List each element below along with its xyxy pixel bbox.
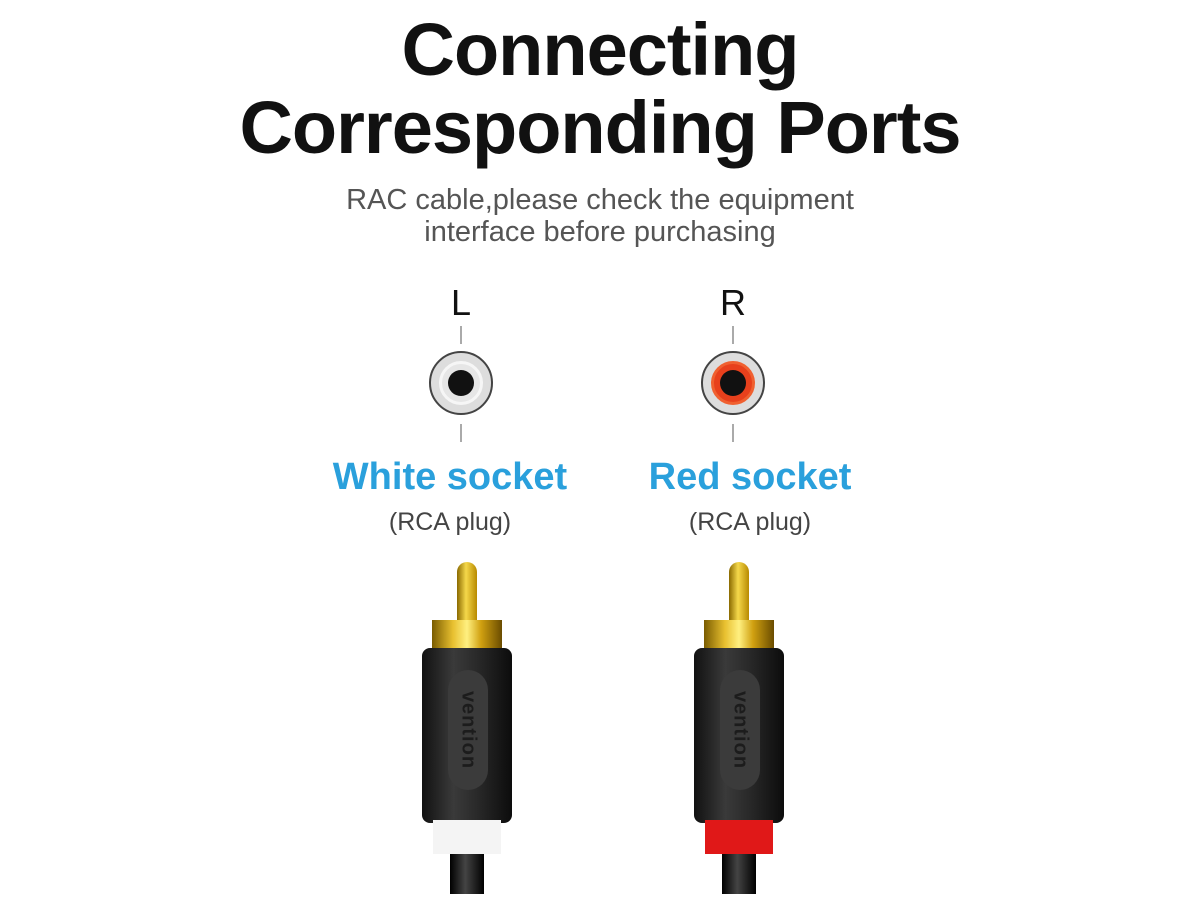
brand-logo: vention (729, 690, 752, 770)
white-socket-label: White socket (332, 456, 568, 498)
title-line-1: Connecting (401, 8, 800, 91)
red-socket-plug-type: (RCA plug) (688, 508, 812, 536)
connector-line (732, 326, 734, 344)
red-socket-icon (701, 351, 765, 415)
brand-logo: vention (457, 690, 480, 770)
title-line-2: Corresponding Ports (239, 86, 961, 169)
connector-line (460, 424, 462, 442)
white-socket-plug-type: (RCA plug) (388, 508, 512, 536)
subtitle-line-2: interface before purchasing (424, 216, 776, 248)
red-rca-plug: vention (694, 562, 784, 900)
red-socket-label: Red socket (648, 456, 852, 498)
white-socket-icon (429, 351, 493, 415)
left-channel-label: L (450, 282, 472, 323)
white-rca-plug: vention (422, 562, 512, 900)
white-band (433, 820, 501, 854)
red-band (705, 820, 773, 854)
connector-line (460, 326, 462, 344)
subtitle-line-1: RAC cable,please check the equipment (346, 184, 854, 216)
connector-line (732, 424, 734, 442)
right-channel-label: R (720, 282, 746, 323)
